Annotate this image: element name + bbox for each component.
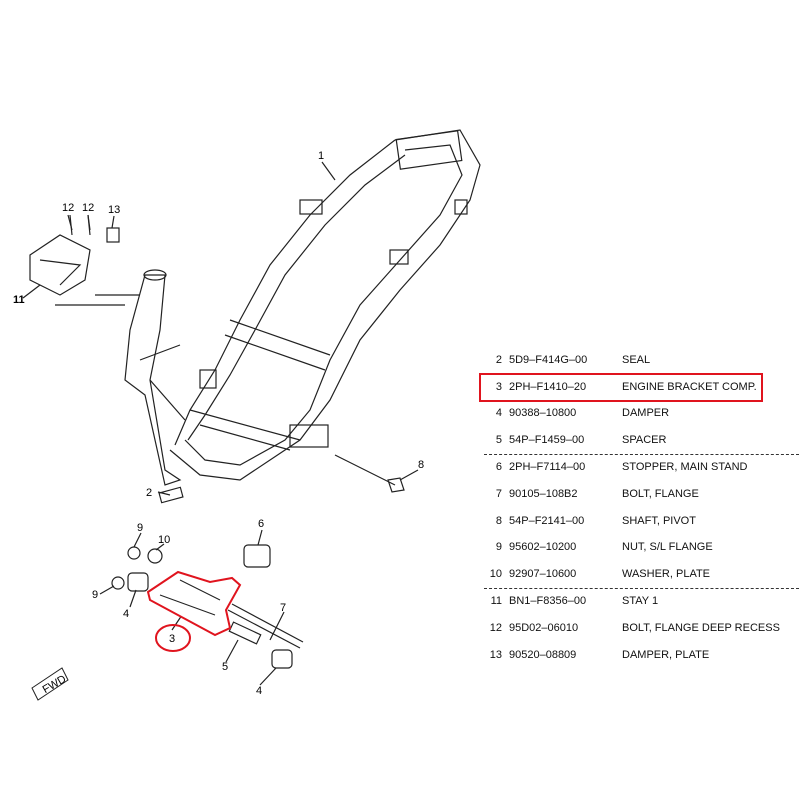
callout-11: 11 — [13, 294, 25, 306]
part-number: 90105–108B2 — [509, 487, 578, 500]
part-ref-number: 2 — [495, 354, 502, 366]
part-ref-number: 11 — [490, 595, 502, 608]
engine-bracket-highlight — [146, 570, 242, 637]
part-description: STAY 1 — [622, 595, 659, 608]
callout-4: 4 — [256, 685, 262, 697]
part-description: STOPPER, MAIN STAND — [622, 461, 748, 474]
part-description: NUT, S/L FLANGE — [622, 541, 713, 554]
part-description: BOLT, FLANGE — [622, 487, 699, 500]
part-number: 2PH–F1410–20 — [509, 380, 587, 393]
part-description: SEAL — [622, 354, 651, 366]
callout-6: 6 — [258, 518, 264, 530]
part-number: 54P–F1459–00 — [509, 433, 585, 446]
part-ref-number: 3 — [495, 380, 502, 393]
frame-drawing — [22, 129, 481, 686]
parts-list-row[interactable]: 13 90520–08809 DAMPER, PLATE — [484, 645, 799, 672]
callout-7: 7 — [280, 602, 286, 614]
callout-9: 9 — [92, 589, 98, 601]
part-description: DAMPER, PLATE — [622, 648, 710, 661]
callout-2: 2 — [146, 487, 152, 499]
parts-list-row[interactable]: 12 95D02–06010 BOLT, FLANGE DEEP RECESS — [484, 618, 799, 645]
selected-part-highlight — [479, 373, 763, 402]
part-ref-number: 5 — [495, 433, 502, 446]
callout-8: 8 — [418, 459, 424, 471]
fwd-arrow-icon: FWD — [31, 667, 69, 701]
callout-12: 12 — [82, 202, 94, 214]
parts-list-row[interactable]: 7 90105–108B2 BOLT, FLANGE — [484, 484, 799, 511]
part-description: SHAFT, PIVOT — [622, 514, 696, 527]
parts-list-row[interactable]: 10 92907–10600 WASHER, PLATE — [484, 564, 799, 591]
parts-list-row[interactable]: 4 90388–10800 DAMPER — [484, 403, 799, 430]
parts-list-row[interactable]: 3 2PH–F1410–20 ENGINE BRACKET COMP. — [484, 377, 799, 404]
parts-list-row[interactable]: 11 BN1–F8356–00 STAY 1 — [484, 591, 799, 618]
parts-list: 2 5D9–F414G–00 SEAL 3 2PH–F1410–20 ENGINE BRA… — [484, 350, 799, 671]
part-number: 5D9–F414G–00 — [509, 354, 588, 366]
callout-3: 3 — [169, 633, 175, 645]
callout-3-highlight-circle — [155, 624, 191, 652]
part-number: 95D02–06010 — [509, 621, 579, 634]
part-description: BOLT, FLANGE DEEP RECESS — [622, 621, 780, 634]
group-separator — [484, 588, 799, 590]
part-ref-number: 7 — [495, 487, 502, 500]
parts-list-row[interactable]: 6 2PH–F7114–00 STOPPER, MAIN STAND — [484, 457, 799, 484]
part-ref-number: 6 — [495, 461, 502, 474]
parts-list-row[interactable]: 9 95602–10200 NUT, S/L FLANGE — [484, 537, 799, 564]
parts-list-row[interactable]: 8 54P–F2141–00 SHAFT, PIVOT — [484, 511, 799, 538]
callout-12: 12 — [62, 202, 74, 214]
part-number: 95602–10200 — [509, 541, 577, 554]
part-description: WASHER, PLATE — [622, 567, 711, 580]
part-description: ENGINE BRACKET COMP. — [622, 380, 757, 393]
callout-13: 13 — [108, 204, 120, 216]
part-ref-number: 9 — [495, 541, 502, 554]
callout-9: 9 — [137, 522, 143, 534]
part-description: DAMPER — [622, 407, 670, 420]
part-ref-number: 10 — [489, 567, 502, 580]
part-number: 90388–10800 — [509, 407, 577, 420]
group-separator — [484, 454, 799, 456]
callout-5: 5 — [222, 661, 228, 673]
part-ref-number: 8 — [495, 514, 502, 527]
part-ref-number: 12 — [489, 621, 502, 634]
callout-10: 10 — [158, 534, 170, 546]
parts-list-row[interactable]: 5 54P–F1459–00 SPACER — [484, 430, 799, 457]
callout-1: 1 — [318, 150, 324, 162]
part-number: 54P–F2141–00 — [509, 514, 585, 527]
part-number: 92907–10600 — [509, 567, 577, 580]
fwd-label: FWD — [41, 673, 69, 696]
callout-4: 4 — [123, 608, 129, 620]
part-number: 2PH–F7114–00 — [509, 461, 586, 474]
part-description: SPACER — [622, 433, 667, 446]
part-number: BN1–F8356–00 — [509, 595, 587, 608]
part-ref-number: 13 — [489, 648, 502, 661]
part-ref-number: 4 — [495, 407, 502, 420]
parts-list-row[interactable]: 2 5D9–F414G–00 SEAL — [484, 350, 799, 377]
part-number: 90520–08809 — [509, 648, 577, 661]
